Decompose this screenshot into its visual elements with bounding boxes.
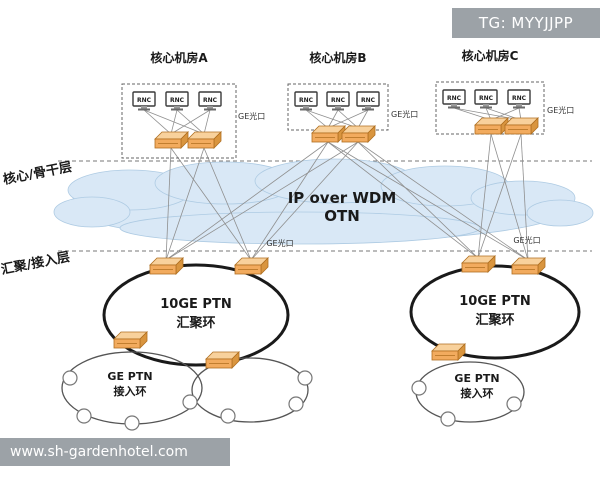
core-router-icon (311, 125, 346, 143)
cloud-title-line1: IP over WDM (288, 189, 397, 207)
cloud-port-left-label: GE光口 (266, 238, 293, 248)
rnc-text: RNC (170, 97, 185, 104)
core-router-icon (504, 117, 539, 135)
access-ring-left-2 (191, 357, 309, 423)
access-ring-right-label2: 接入环 (461, 386, 494, 400)
ring-device-icon (431, 343, 466, 361)
agg-ring-right-label2: 汇聚环 (475, 313, 514, 328)
aggregation-device-icon (461, 255, 496, 273)
aggregation-device-icon (149, 257, 184, 275)
rnc-text: RNC (137, 97, 152, 104)
ring-device-icon (113, 331, 148, 349)
access-nodes (62, 370, 522, 431)
access-layer-label: 汇聚/接入层 (0, 249, 71, 278)
agg-ring-left-label1: 10GE PTN (160, 297, 231, 312)
core-layer-label: 核心/骨干层 (2, 159, 74, 188)
rnc-text: RNC (479, 95, 494, 102)
rnc-text: RNC (331, 97, 346, 104)
aggregation-device-icon (511, 257, 546, 275)
room-a-port-label: GE光口 (238, 111, 265, 121)
aggregation-ring-left (102, 263, 290, 367)
cloud-title-line2: OTN (324, 207, 360, 225)
watermark-bottom: www.sh-gardenhotel.com (0, 438, 230, 466)
core-router-icon (187, 131, 222, 149)
cloud-port-right-label: GE光口 (513, 235, 540, 245)
core-router-icon (154, 131, 189, 149)
room-b-label: 核心机房B (309, 50, 366, 65)
room-a-box (121, 83, 237, 159)
rnc-text: RNC (512, 95, 527, 102)
room-a-connection-lines (143, 109, 211, 135)
rnc-labels: RNC RNC RNC RNC RNC RNC RNC RNC RNC (137, 95, 527, 104)
agg-ring-left-label2: 汇聚环 (176, 316, 215, 331)
aggregation-device-icon (234, 257, 269, 275)
access-ring-left-label2: 接入环 (114, 384, 147, 398)
rnc-text: RNC (447, 95, 462, 102)
room-b-port-label: GE光口 (391, 109, 418, 119)
core-router-icon (341, 125, 376, 143)
aggregation-ring-right (409, 264, 581, 360)
watermark-top: TG: MYYJJPP (452, 8, 600, 38)
rnc-text: RNC (299, 97, 314, 104)
room-c-label: 核心机房C (462, 48, 519, 63)
rnc-text: RNC (361, 97, 376, 104)
room-b-connection-lines (305, 109, 369, 129)
core-router-icon (474, 117, 509, 135)
room-a-label: 核心机房A (150, 50, 208, 65)
access-ring-right-label1: GE PTN (454, 372, 499, 385)
access-ring-left-label1: GE PTN (107, 370, 152, 383)
rnc-text: RNC (203, 97, 218, 104)
agg-ring-right-label1: 10GE PTN (459, 294, 530, 309)
ring-device-icon (205, 351, 240, 369)
room-c-port-label: GE光口 (547, 105, 574, 115)
core-to-aggregation-lines (165, 133, 529, 261)
